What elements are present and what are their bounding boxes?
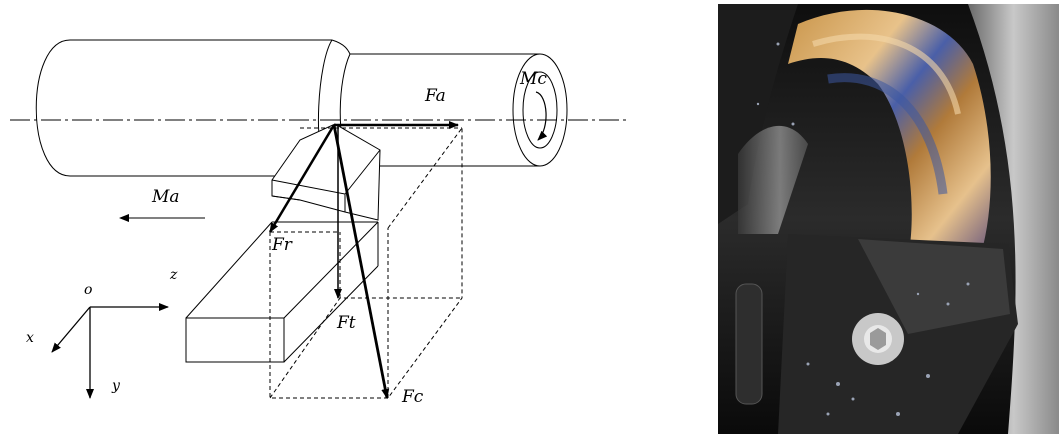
x-axis-label: x xyxy=(26,330,34,346)
cutting-tool xyxy=(185,123,381,363)
cutting-forces-diagram: Fa Mc Ma Fr Ft Fc o z x y xyxy=(10,39,630,407)
chip-band xyxy=(812,33,961,115)
workpiece-surface-right xyxy=(968,4,1059,434)
fa-label: Fa xyxy=(424,86,446,106)
metal-swarf xyxy=(756,42,970,416)
screw-hex-socket xyxy=(870,328,886,350)
fr-label: Fr xyxy=(271,235,293,255)
ft-label: Ft xyxy=(336,313,356,333)
fc-label: Fc xyxy=(401,387,424,407)
chip-shadow-left xyxy=(738,125,808,234)
origin-label: o xyxy=(84,282,92,298)
ma-label: Ma xyxy=(151,187,180,207)
x-axis xyxy=(51,306,91,353)
chip-band-blue xyxy=(827,73,948,195)
insert-top-plate xyxy=(858,239,1010,334)
force-vectors xyxy=(268,121,459,399)
coordinate-system xyxy=(51,303,169,399)
tool-holder-edge xyxy=(735,283,763,405)
mc-label: Mc xyxy=(519,69,547,89)
fc-vector xyxy=(332,124,390,399)
rotation-arrow xyxy=(535,91,548,141)
workpiece-small-cylinder xyxy=(350,53,568,167)
z-axis-label: z xyxy=(169,267,178,283)
turning-operation-photo xyxy=(718,4,1059,434)
workpiece-large-cylinder xyxy=(35,39,333,177)
fr-vector xyxy=(268,124,336,233)
y-axis-label: y xyxy=(111,378,121,394)
